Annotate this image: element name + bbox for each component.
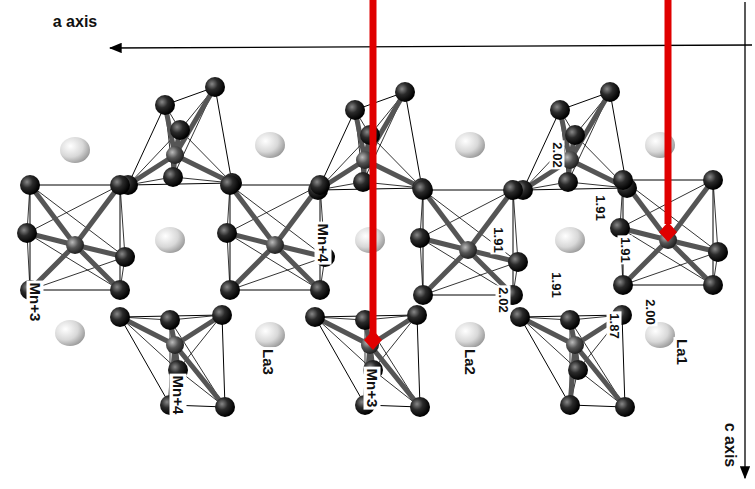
- oxygen-atom: [410, 228, 430, 248]
- oxygen-atom: [345, 100, 365, 120]
- a-axis-arrow: [110, 45, 752, 48]
- oxygen-atom: [615, 397, 635, 417]
- octahedron-edge: [713, 180, 718, 252]
- atom-label: La1: [674, 337, 691, 367]
- red-marker-line: [665, 0, 672, 224]
- oxygen-atom: [613, 170, 633, 190]
- octahedron-edge: [30, 185, 125, 257]
- oxygen-atom: [110, 175, 130, 195]
- la-atom: [255, 132, 285, 158]
- oxygen-atom: [160, 310, 180, 330]
- c-axis-arrow: [744, 2, 745, 478]
- oxygen-atom: [155, 95, 175, 115]
- oxygen-atom: [170, 120, 190, 140]
- oxygen-atom: [568, 360, 588, 380]
- oxygen-atom: [558, 172, 578, 192]
- octahedron-edge: [27, 185, 120, 233]
- oxygen-atom: [410, 397, 430, 417]
- oxygen-atom: [510, 307, 530, 327]
- la-atom: [455, 132, 485, 158]
- oxygen-atom: [703, 275, 723, 295]
- atom-label: La3: [260, 347, 277, 377]
- la-atom: [155, 227, 185, 253]
- oxygen-atom: [310, 175, 330, 195]
- oxygen-atom: [310, 280, 330, 300]
- bond-length: 1.91: [491, 225, 506, 254]
- oxygen-atom: [560, 310, 580, 330]
- red-marker-diamond: [659, 222, 677, 242]
- octahedron-edge: [227, 185, 320, 233]
- oxygen-atom: [560, 395, 580, 415]
- axis-label: c axis: [721, 421, 739, 469]
- la-atom: [555, 227, 585, 253]
- bond-length: 1.91: [549, 270, 564, 299]
- oxygen-atom: [395, 82, 415, 102]
- mn-o-bond: [75, 185, 120, 245]
- bond-length: 1.91: [618, 235, 633, 264]
- oxygen-atom: [413, 285, 433, 305]
- mn-atom: [166, 146, 184, 164]
- oxygen-atom: [550, 100, 570, 120]
- red-marker-line: [370, 0, 377, 338]
- atom-label: La2: [462, 347, 479, 377]
- oxygen-atom: [115, 247, 135, 267]
- oxygen-atom: [163, 167, 183, 187]
- la-atom: [255, 322, 285, 348]
- axis-label: a axis: [51, 13, 99, 31]
- bond-length: 2.02: [550, 140, 565, 169]
- mn-atom: [566, 336, 584, 354]
- oxygen-atom: [565, 125, 585, 145]
- oxygen-atom: [215, 397, 235, 417]
- bond-length: 1.91: [593, 193, 608, 222]
- la-atom: [455, 322, 485, 348]
- red-marker-diamond: [364, 330, 382, 350]
- oxygen-atom: [613, 275, 633, 295]
- oxygen-atom: [217, 223, 237, 243]
- octahedron-edge: [178, 315, 222, 370]
- bond-length: 2.02: [496, 285, 511, 314]
- oxygen-atom: [110, 307, 130, 327]
- atom-label: Mn+4: [170, 374, 187, 417]
- mn-atom: [66, 236, 84, 254]
- oxygen-atom: [17, 223, 37, 243]
- oxygen-atom: [220, 280, 240, 300]
- octahedron-edge: [423, 190, 518, 262]
- bond-length: 1.87: [607, 311, 622, 340]
- oxygen-atom: [413, 180, 433, 200]
- oxygen-atom: [212, 305, 232, 325]
- oxygen-atom: [407, 305, 427, 325]
- mn-atom: [166, 336, 184, 354]
- octahedron-edge: [513, 190, 518, 262]
- oxygen-atom: [708, 242, 728, 262]
- la-atom: [60, 137, 90, 163]
- oxygen-atom: [205, 77, 225, 97]
- oxygen-atom: [703, 170, 723, 190]
- oxygen-atom: [220, 175, 240, 195]
- oxygen-atom: [110, 280, 130, 300]
- atom-label: Mn+4: [315, 222, 332, 265]
- octahedron-edge: [227, 233, 320, 290]
- oxygen-atom: [305, 307, 325, 327]
- mn-atom: [459, 241, 477, 259]
- mn-atom: [266, 236, 284, 254]
- bond-length: 2.00: [643, 297, 658, 326]
- octahedron-edge: [120, 185, 125, 257]
- oxygen-atom: [600, 82, 620, 102]
- atom-label: Mn+3: [27, 281, 44, 324]
- oxygen-atom: [20, 175, 40, 195]
- atom-label: Mn+3: [364, 367, 381, 410]
- oxygen-atom: [503, 180, 523, 200]
- la-atom: [55, 320, 85, 346]
- oxygen-atom: [508, 252, 528, 272]
